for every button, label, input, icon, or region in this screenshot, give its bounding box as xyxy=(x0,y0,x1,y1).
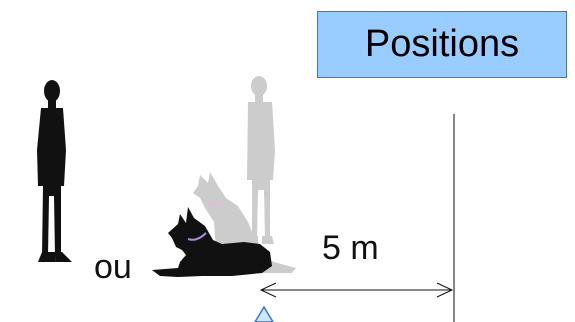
triangle-marker-icon xyxy=(254,305,274,322)
title-box: Positions xyxy=(317,11,567,78)
page-title: Positions xyxy=(364,22,520,65)
faded-collar xyxy=(205,201,223,205)
person-silhouette-icon xyxy=(37,80,72,262)
connector-word: ou xyxy=(94,248,132,286)
dog-lying-icon xyxy=(152,207,272,277)
person-silhouette-faded-icon xyxy=(244,76,275,244)
double-arrow-icon xyxy=(259,282,454,298)
distance-label: 5 m xyxy=(322,229,379,267)
dog-collar xyxy=(187,232,207,241)
